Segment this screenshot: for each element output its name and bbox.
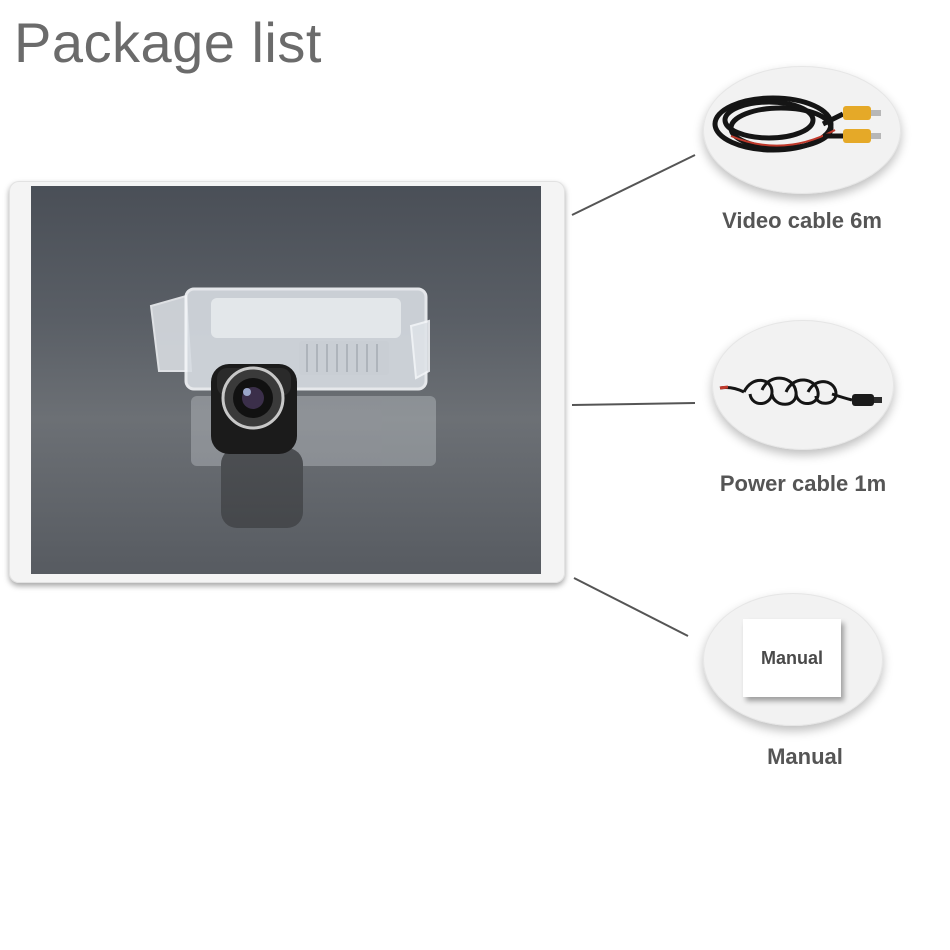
product-photo [31,186,541,574]
product-photo-frame [9,181,565,583]
connector-line-manual [573,577,689,637]
page-title: Package list [14,11,322,74]
power-cable-icon [719,376,882,406]
camera-icon [149,287,436,528]
manual-icon: Manual [743,619,841,697]
video-cable-icon [712,95,881,153]
power-cable-oval [712,320,894,450]
video-cable-oval [703,66,901,194]
item-caption-power-cable: Power cable 1m [719,471,887,496]
item-caption-manual: Manual [767,744,843,769]
item-caption-video-cable: Video cable 6m [722,208,882,233]
manual-oval: Manual [703,593,883,726]
connector-line-power [571,402,696,406]
connector-line-video [571,154,696,216]
